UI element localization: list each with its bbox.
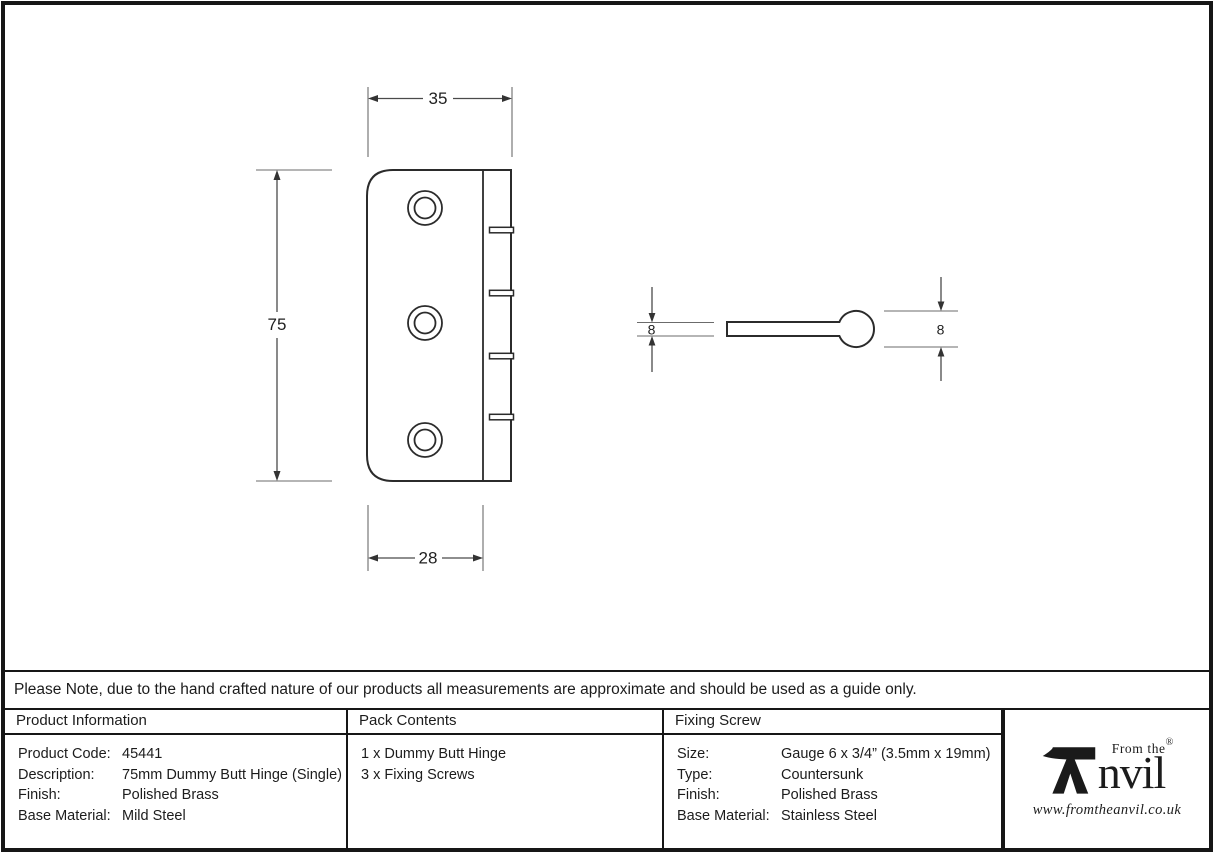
pack-contents-header: Pack Contents — [348, 710, 662, 735]
technical-drawing: 35 75 28 — [256, 87, 958, 571]
logo-prefix: From the — [1111, 741, 1166, 756]
column-product-information: Product Information Product Code: 45441 … — [5, 710, 348, 848]
pack-item: 1 x Dummy Butt Hinge — [361, 746, 507, 762]
screw-hole-middle — [407, 305, 443, 341]
table-row: Product Code: 45441 — [18, 744, 346, 765]
row-label: Base Material: — [677, 807, 770, 824]
logo-text: From the nvil — [1097, 734, 1167, 798]
table-row: Finish: Polished Brass — [677, 785, 1001, 806]
table-row: Description: 75mm Dummy Butt Hinge (Sing… — [18, 765, 346, 786]
row-label: Size: — [677, 746, 710, 762]
dimension-side-right: 8 — [884, 277, 958, 381]
table-row: Base Material: Mild Steel — [18, 806, 346, 827]
product-information-body: Product Code: 45441 Description: 75mm Du… — [5, 735, 346, 826]
row-label: Product Code: — [18, 746, 111, 762]
product-information-header: Product Information — [5, 710, 346, 735]
row-label: Description: — [18, 766, 95, 783]
front-view — [366, 169, 515, 482]
row-value: 45441 — [122, 746, 163, 762]
dimension-front-height: 75 — [256, 169, 332, 482]
screw-hole-top — [407, 190, 443, 226]
dim-label-side-left: 8 — [648, 322, 656, 338]
registered-mark: ® — [1165, 737, 1174, 748]
row-label: Type: — [677, 766, 713, 783]
brand-logo: From the nvil ® — [1041, 734, 1174, 798]
knuckle-notches — [488, 226, 515, 421]
dim-label-front-width: 35 — [429, 89, 448, 108]
screw-hole-bottom — [407, 422, 443, 458]
table-row: Finish: Polished Brass — [18, 785, 346, 806]
table-row: Type: Countersunk — [677, 765, 1001, 786]
table-row: Base Material: Stainless Steel — [677, 806, 1001, 827]
dim-label-side-right: 8 — [937, 322, 945, 338]
column-pack-contents: Pack Contents 1 x Dummy Butt Hinge 3 x F… — [348, 710, 664, 848]
side-view — [726, 310, 875, 348]
pack-item: 3 x Fixing Screws — [361, 766, 475, 783]
row-label: Finish: — [677, 787, 720, 803]
row-value: Mild Steel — [122, 807, 186, 824]
logo-url: www.fromtheanvil.co.uk — [1032, 802, 1182, 818]
row-value: Countersunk — [781, 766, 864, 783]
measurement-note-text: Please Note, due to the hand crafted nat… — [14, 681, 917, 698]
measurement-note: Please Note, due to the hand crafted nat… — [5, 670, 1209, 708]
row-value: Polished Brass — [781, 787, 878, 803]
side-profile-outline — [726, 310, 875, 348]
dim-label-front-height: 75 — [268, 315, 287, 334]
logo-name: nvil — [1097, 747, 1167, 798]
dimension-side-left: 8 — [637, 287, 714, 372]
dim-label-leaf-width: 28 — [419, 549, 438, 568]
pack-contents-body: 1 x Dummy Butt Hinge 3 x Fixing Screws — [348, 735, 662, 785]
fixing-screw-body: Size: Gauge 6 x 3/4” (3.5mm x 19mm) Type… — [664, 735, 1001, 826]
brand-logo-cell: From the nvil ® www.fromtheanvil.co.uk — [1005, 710, 1209, 848]
anvil-icon — [1041, 744, 1097, 801]
row-label: Finish: — [18, 787, 61, 803]
table-row: Size: Gauge 6 x 3/4” (3.5mm x 19mm) — [677, 744, 1001, 765]
column-fixing-screw: Fixing Screw Size: Gauge 6 x 3/4” (3.5mm… — [664, 710, 1005, 848]
fixing-screw-header: Fixing Screw — [664, 710, 1001, 735]
dimension-leaf-width: 28 — [367, 505, 484, 571]
dimension-front-width: 35 — [367, 87, 513, 157]
row-label: Base Material: — [18, 807, 111, 824]
row-value: Gauge 6 x 3/4” (3.5mm x 19mm) — [781, 746, 991, 762]
row-value: Polished Brass — [122, 787, 219, 803]
row-value: Stainless Steel — [781, 807, 877, 824]
product-info-table: Product Information Product Code: 45441 … — [5, 708, 1209, 848]
row-value: 75mm Dummy Butt Hinge (Single) — [122, 766, 342, 783]
